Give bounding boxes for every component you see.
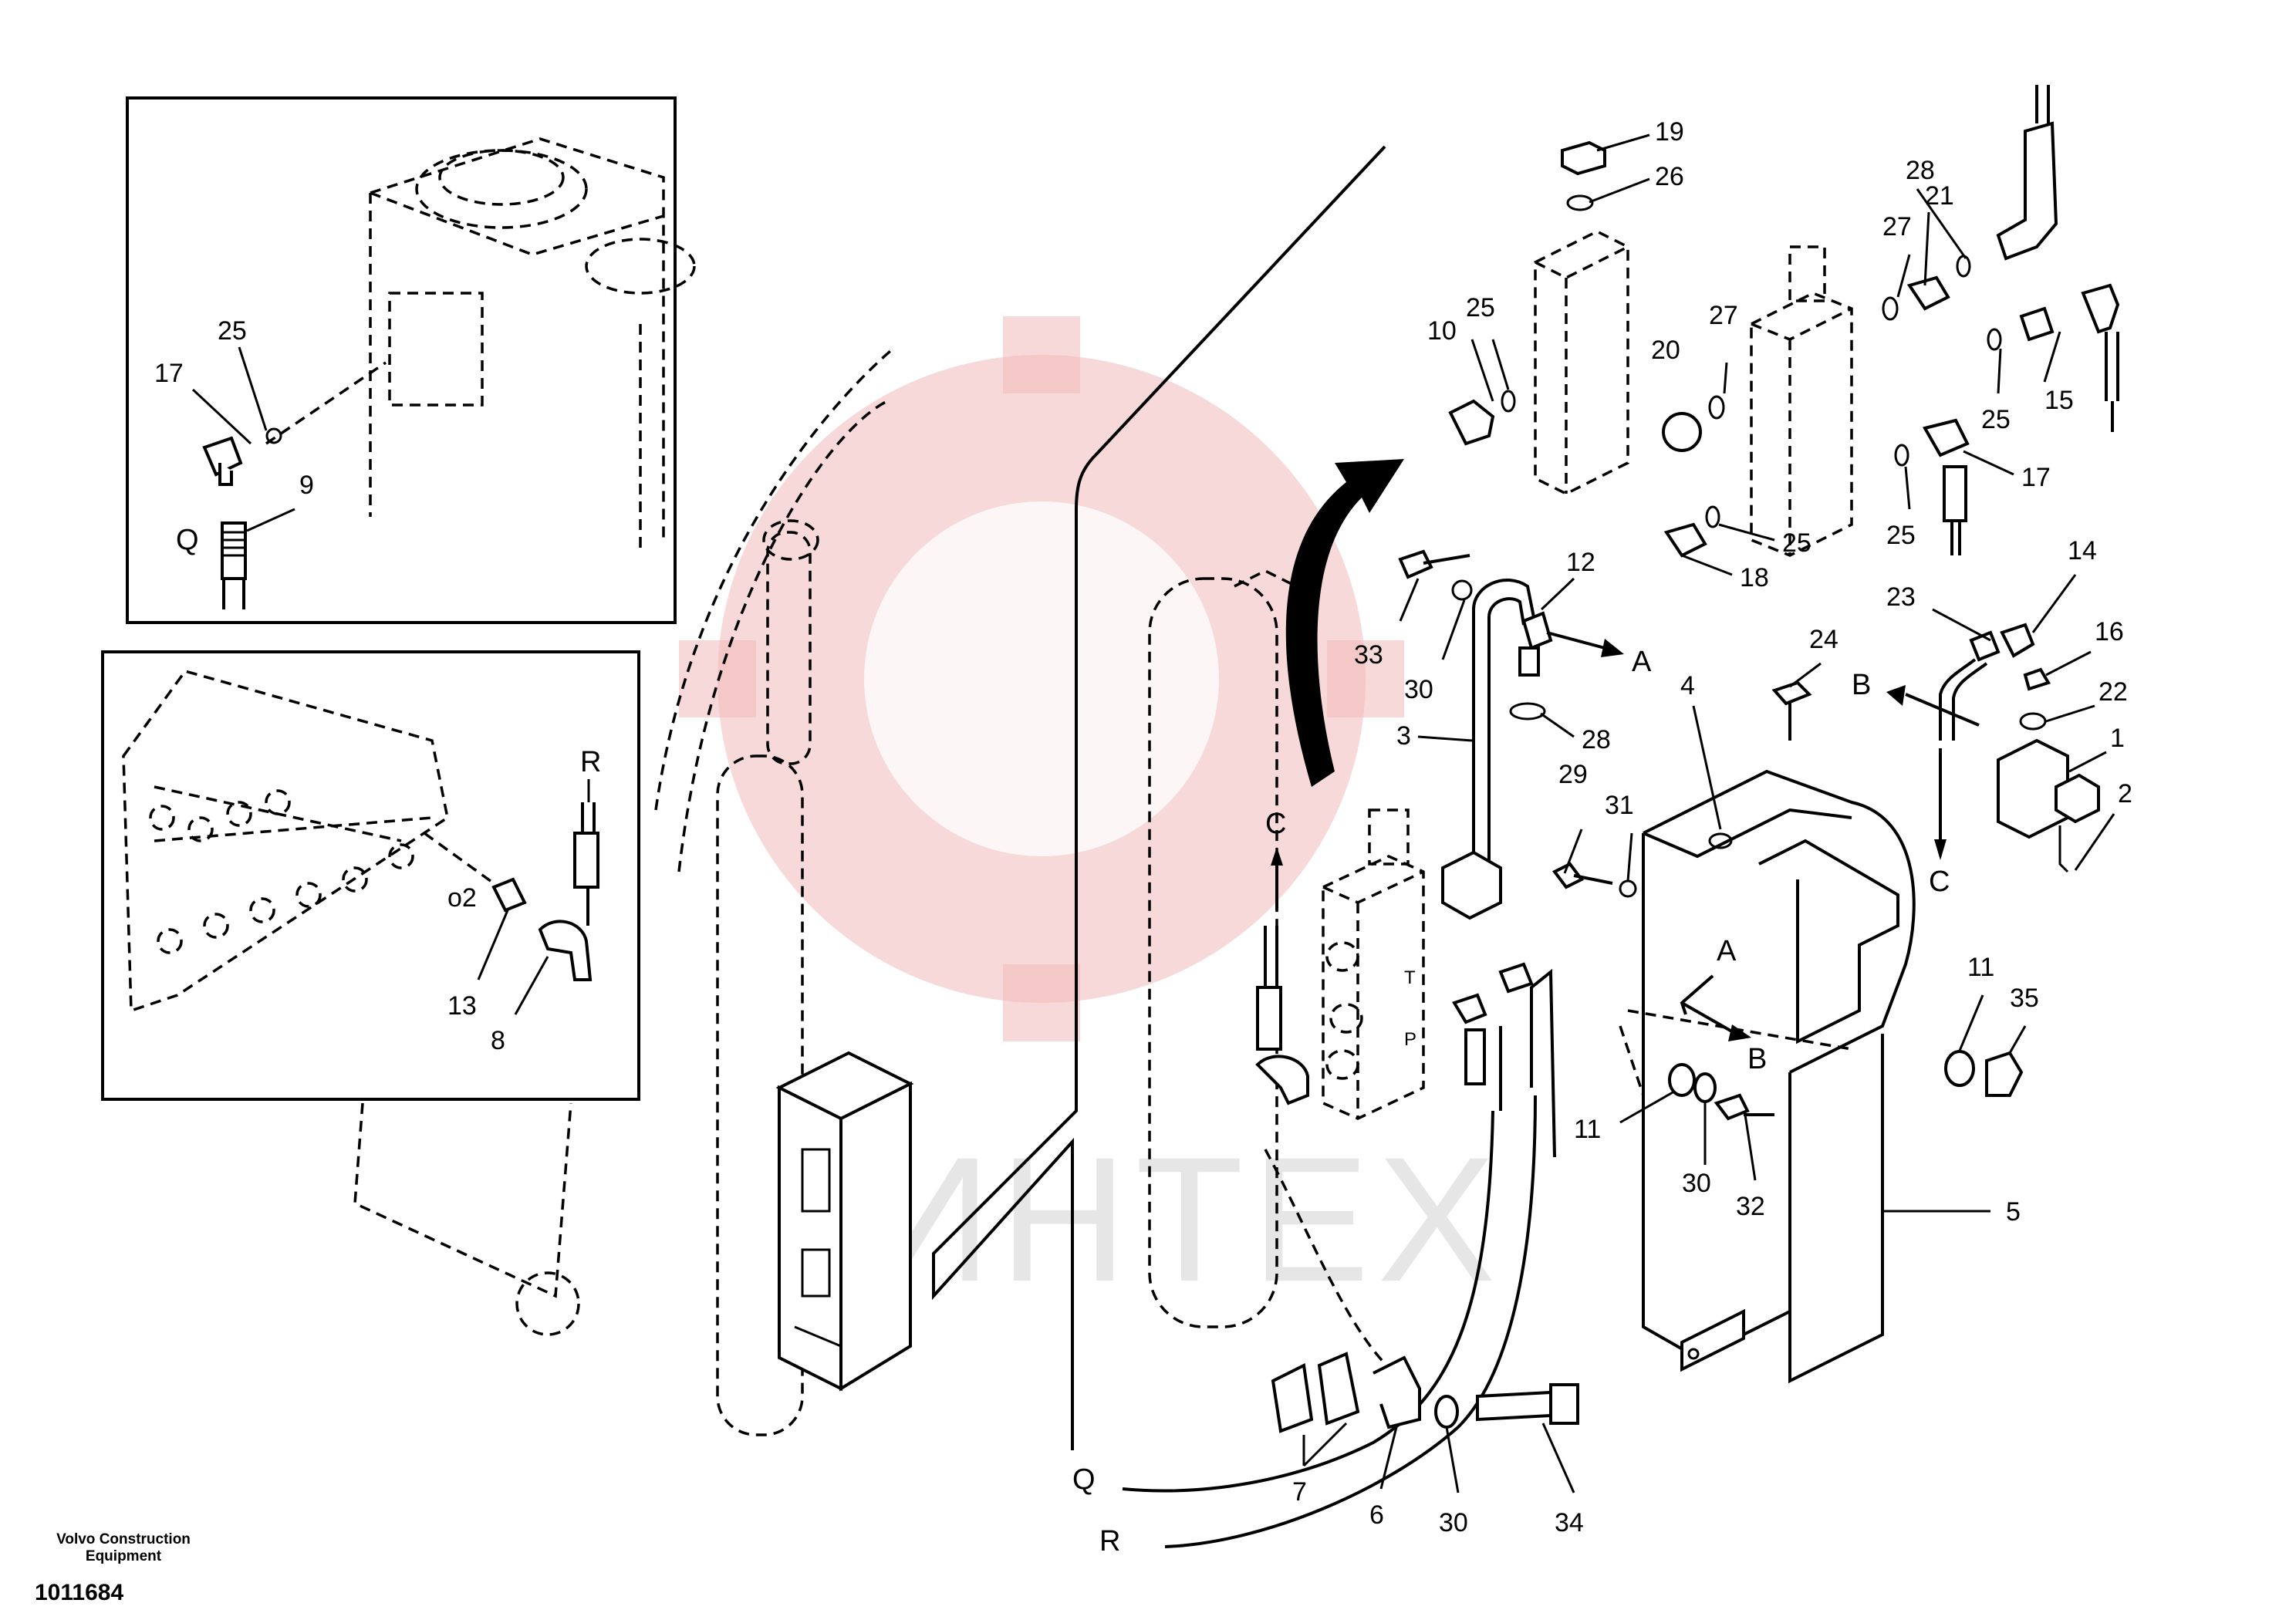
valve-block-right (1750, 245, 1853, 557)
bracket (1619, 769, 1916, 1384)
small-parts (1255, 85, 2120, 1433)
callout-30-b: 30 (1682, 1169, 1711, 1198)
pipe-3 (1441, 578, 1553, 920)
ref-a-top: A (1632, 646, 1652, 678)
callout-28-b: 28 (1582, 725, 1611, 754)
callout-22: 22 (2098, 677, 2128, 707)
ref-c-right: C (1929, 866, 1950, 898)
callout-10: 10 (1427, 316, 1457, 346)
callout-7: 7 (1292, 1477, 1307, 1507)
callout-12: 12 (1566, 548, 1595, 577)
footer-company: Volvo Construction Equipment (31, 1531, 216, 1565)
inset-middle (101, 650, 640, 1101)
callout-14: 14 (2068, 536, 2097, 565)
direction-arrows (1271, 631, 1980, 1041)
callout-11-right: 11 (1967, 953, 1994, 982)
ref-c-left: C (1265, 808, 1286, 840)
callout-8: 8 (491, 1026, 505, 1055)
callout-2: 2 (2118, 779, 2132, 808)
callout-28-a: 28 (1906, 156, 1935, 185)
curved-arrow (1285, 459, 1404, 787)
letter-q-inset: Q (176, 524, 199, 556)
drawing-number: 1011684 (35, 1580, 124, 1605)
callout-32: 32 (1736, 1192, 1765, 1221)
port-t-label: T (1404, 967, 1416, 988)
frame-outline (932, 145, 1386, 1450)
callout-25-d: 25 (1782, 528, 1811, 558)
callout-18: 18 (1740, 563, 1769, 592)
ref-a-mid: A (1717, 935, 1737, 967)
callout-34: 34 (1555, 1508, 1584, 1537)
watermark-text: ИНТЕХ (864, 1120, 1504, 1318)
letter-r-inset: R (580, 746, 601, 778)
callout-1: 1 (2110, 724, 2125, 753)
hose-r (1164, 1095, 1537, 1548)
callout-31: 31 (1605, 791, 1634, 820)
callout-3: 3 (1396, 721, 1411, 751)
callout-29: 29 (1558, 760, 1588, 789)
callout-6: 6 (1369, 1500, 1384, 1530)
callout-4: 4 (1680, 671, 1695, 700)
pilot-valve (1322, 808, 1425, 1120)
port-o2-label: o2 (447, 883, 477, 913)
callout-19: 19 (1655, 117, 1684, 147)
port-p-label: P (1404, 1029, 1416, 1050)
leader-lines (1302, 133, 2115, 1493)
callout-25-top: 25 (218, 316, 247, 346)
callout-9: 9 (299, 471, 314, 500)
ref-b-right: B (1852, 669, 1871, 701)
callout-26: 26 (1655, 162, 1684, 191)
callout-5: 5 (2006, 1197, 2021, 1227)
ref-b-mid: B (1747, 1043, 1767, 1075)
callout-20: 20 (1651, 336, 1680, 365)
ref-q-main: Q (1072, 1463, 1096, 1496)
callout-30-a: 30 (1404, 675, 1433, 704)
callout-25-c: 25 (1886, 521, 1916, 550)
callout-17-main: 17 (2021, 463, 2051, 492)
callout-21: 21 (1925, 181, 1954, 211)
boom-cylinder (353, 346, 1406, 1436)
valve-block-left (1534, 230, 1629, 495)
callout-33: 33 (1354, 640, 1383, 670)
ref-r-main: R (1099, 1525, 1120, 1558)
inset-top (126, 96, 696, 624)
callout-24: 24 (1809, 625, 1838, 654)
callout-23: 23 (1886, 582, 1916, 612)
callout-11-bottom: 11 (1574, 1115, 1601, 1144)
callout-16: 16 (2095, 617, 2124, 646)
callout-27-b: 27 (1882, 212, 1912, 241)
hose-q (1122, 1110, 1494, 1493)
callout-35: 35 (2010, 984, 2039, 1013)
watermark-gear-icon (679, 316, 1404, 1041)
electrical-box (775, 1051, 914, 1392)
callout-30-c: 30 (1439, 1508, 1468, 1537)
callout-15: 15 (2044, 386, 2074, 415)
company-name: Volvo Construction Equipment (56, 1531, 191, 1564)
callout-17-top: 17 (154, 359, 184, 388)
callout-25-b: 25 (1981, 405, 2011, 434)
callout-13: 13 (447, 991, 477, 1021)
callout-27-a: 27 (1709, 301, 1738, 330)
callout-25-a: 25 (1466, 293, 1495, 322)
